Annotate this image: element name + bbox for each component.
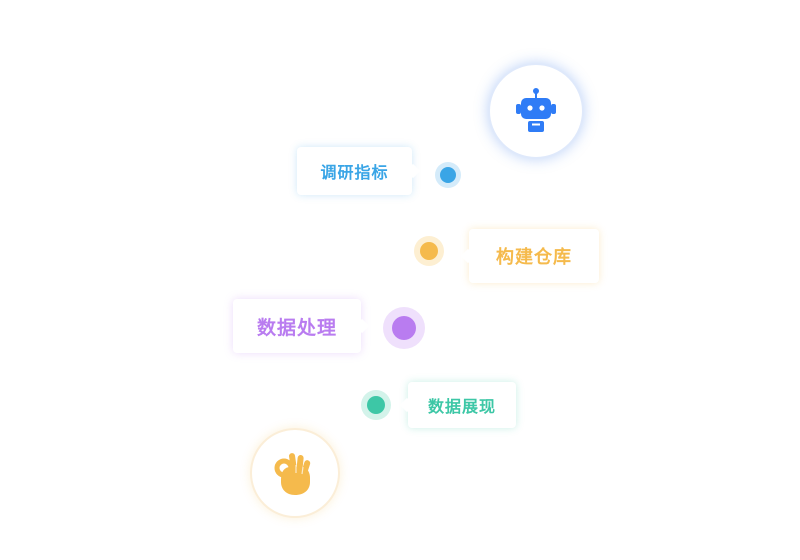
step-label-processing: 数据处理 — [256, 316, 337, 339]
step-card-research: 调研指标 — [297, 147, 412, 195]
step-label-warehouse: 构建仓库 — [496, 247, 572, 268]
step-label-research: 调研指标 — [320, 163, 389, 182]
step-card-warehouse: 构建仓库 — [469, 229, 599, 283]
ok-hand-badge — [250, 428, 340, 518]
ok-hand-icon — [274, 453, 311, 495]
step-dot-warehouse — [414, 236, 444, 266]
robot-badge — [488, 63, 584, 159]
step-card-processing: 数据处理 — [233, 299, 361, 353]
step-dot-research — [435, 162, 461, 188]
step-label-presentation: 数据展现 — [427, 397, 496, 416]
step-dot-processing — [383, 307, 425, 349]
robot-icon — [516, 88, 556, 132]
step-dot-presentation — [361, 390, 391, 420]
step-card-presentation: 数据展现 — [408, 382, 516, 428]
